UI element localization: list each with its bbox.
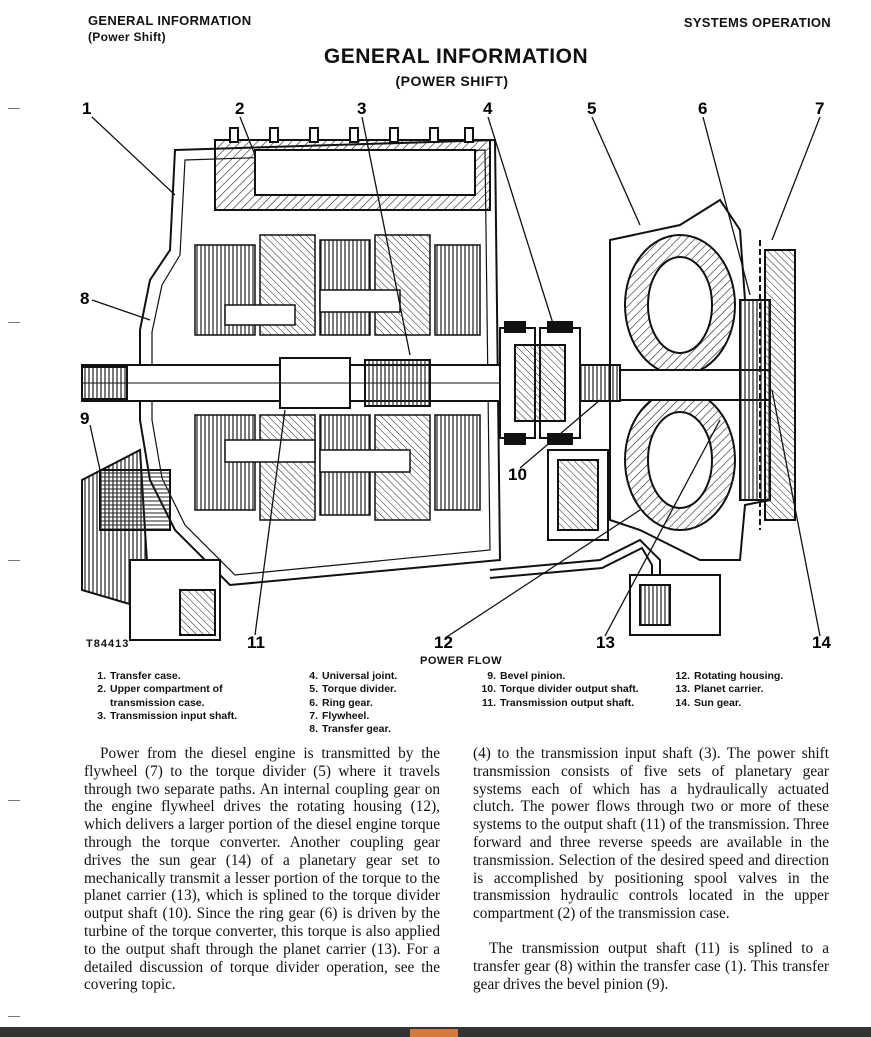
legend-text: Universal joint. bbox=[322, 670, 398, 682]
legend-number: 5. bbox=[309, 683, 318, 696]
torque-divider bbox=[609, 198, 796, 561]
legend-item: 3. Transmission input shaft. bbox=[88, 710, 288, 723]
legend-column-3: 9. Bevel pinion. 10. Torque divider output… bbox=[478, 670, 648, 710]
legend-item: 11. Transmission output shaft. bbox=[478, 697, 648, 710]
legend-column-1: 1. Transfer case. 2. Upper compartment of … bbox=[88, 670, 288, 723]
legend-item: 14. Sun gear. bbox=[672, 697, 842, 710]
legend-number: 1. bbox=[97, 670, 106, 682]
legend-text: Bevel pinion. bbox=[500, 670, 566, 682]
main-shaft bbox=[81, 357, 503, 409]
legend-number: 13. bbox=[675, 683, 690, 696]
bevel-pinion bbox=[81, 448, 221, 641]
body-paragraph: Power from the diesel engine is transmit… bbox=[84, 745, 440, 994]
legend-text: Transmission output shaft. bbox=[500, 696, 635, 709]
callout-numbers: 1 2 3 4 5 6 7 8 9 10 11 12 13 14 bbox=[80, 99, 831, 652]
legend-text: Flywheel. bbox=[322, 709, 370, 722]
legend-text: Rotating housing. bbox=[694, 670, 784, 682]
margin-mark bbox=[8, 560, 20, 561]
legend-text: Torque divider. bbox=[322, 683, 397, 696]
hydraulic-pump-and-lines bbox=[489, 449, 721, 636]
legend-text: Ring gear. bbox=[322, 696, 373, 709]
legend-item: 13. Planet carrier. bbox=[672, 683, 842, 696]
legend-item: 1. Transfer case. bbox=[88, 670, 288, 683]
callout-3: 3 bbox=[357, 99, 366, 118]
legend-item: 4. Universal joint. bbox=[300, 670, 450, 683]
legend-number: 9. bbox=[487, 670, 496, 682]
margin-mark bbox=[8, 108, 20, 109]
legend-column-4: 12.Rotating housing. 13.Planet carrier. … bbox=[672, 670, 842, 710]
margin-mark bbox=[8, 322, 20, 323]
legend-number: 2. bbox=[97, 683, 106, 696]
figure-id: T84413 bbox=[86, 638, 130, 650]
legend-number: 12. bbox=[675, 670, 690, 682]
transmission-case-outline bbox=[139, 138, 502, 587]
legend-number: 3. bbox=[97, 709, 106, 722]
callout-10: 10 bbox=[508, 465, 527, 484]
margin-mark bbox=[8, 1016, 20, 1017]
callout-6: 6 bbox=[698, 99, 707, 118]
body-paragraph: The transmission output shaft (11) is sp… bbox=[473, 939, 829, 993]
legend-number: 14. bbox=[675, 696, 690, 709]
legend-number: 4. bbox=[309, 670, 318, 682]
leader-lines bbox=[89, 116, 821, 639]
page-subtitle: (POWER SHIFT) bbox=[395, 73, 509, 89]
running-header-subtitle: (Power Shift) bbox=[88, 30, 166, 44]
legend-text: Upper compartment of transmission case. bbox=[110, 683, 223, 709]
legend-item: 8. Transfer gear. bbox=[300, 723, 450, 736]
callout-14: 14 bbox=[812, 633, 831, 652]
legend-item: 6. Ring gear. bbox=[300, 697, 450, 710]
legend-text: Sun gear. bbox=[694, 696, 742, 709]
legend-text: Transmission input shaft. bbox=[110, 709, 238, 722]
callout-7: 7 bbox=[815, 99, 824, 118]
legend-item: 12. Rotating housing. bbox=[672, 670, 842, 683]
margin-mark bbox=[8, 800, 20, 801]
legend-number: 8. bbox=[309, 723, 318, 736]
callout-8: 8 bbox=[80, 289, 89, 308]
legend-item: 2. Upper compartment of transmission case… bbox=[88, 683, 288, 710]
top-bolts bbox=[229, 127, 474, 143]
legend-item: 9. Bevel pinion. bbox=[478, 670, 648, 683]
legend-column-2: 4. Universal joint. 5. Torque divider. 6. R… bbox=[300, 670, 450, 736]
callout-13: 13 bbox=[596, 633, 615, 652]
power-flow-cutaway-drawing: 1 2 3 4 5 6 7 8 9 10 11 12 13 14 bbox=[80, 99, 831, 652]
legend-text: Planet carrier. bbox=[694, 683, 764, 696]
page-title: GENERAL INFORMATION bbox=[323, 45, 589, 68]
legend-text: Transfer gear. bbox=[322, 723, 391, 736]
legend-item: 5. Torque divider. bbox=[300, 683, 450, 696]
body-text-right-column: (4) to the transmission input shaft (3).… bbox=[473, 745, 829, 993]
body-text-left-column: Power from the diesel engine is transmit… bbox=[84, 745, 440, 994]
callout-9: 9 bbox=[80, 409, 89, 428]
legend-item: 10. Torque divider output shaft. bbox=[478, 683, 648, 696]
body-paragraph: (4) to the transmission input shaft (3).… bbox=[473, 745, 829, 923]
running-header-right: SYSTEMS OPERATION bbox=[683, 15, 831, 30]
legend-text: Torque divider output shaft. bbox=[500, 683, 639, 696]
callout-12: 12 bbox=[434, 633, 453, 652]
legend-item: 7. Flywheel. bbox=[300, 710, 450, 723]
legend-number: 10. bbox=[481, 683, 496, 696]
legend-number: 7. bbox=[309, 709, 318, 722]
universal-joint bbox=[499, 321, 621, 445]
planetary-gear-sets bbox=[194, 234, 481, 521]
legend-number: 11. bbox=[481, 696, 496, 709]
figure-caption: POWER FLOW bbox=[420, 655, 502, 667]
callout-1: 1 bbox=[82, 99, 91, 118]
callout-5: 5 bbox=[587, 99, 596, 118]
legend-text: Transfer case. bbox=[110, 670, 181, 682]
callout-11: 11 bbox=[247, 633, 265, 652]
running-header-title: GENERAL INFORMATION bbox=[88, 13, 252, 28]
scrollbar-thumb[interactable] bbox=[410, 1029, 458, 1037]
legend-number: 6. bbox=[309, 696, 318, 709]
callout-2: 2 bbox=[235, 99, 244, 118]
running-header-left: GENERAL INFORMATION (Power Shift) bbox=[88, 13, 251, 45]
callout-4: 4 bbox=[483, 99, 493, 118]
